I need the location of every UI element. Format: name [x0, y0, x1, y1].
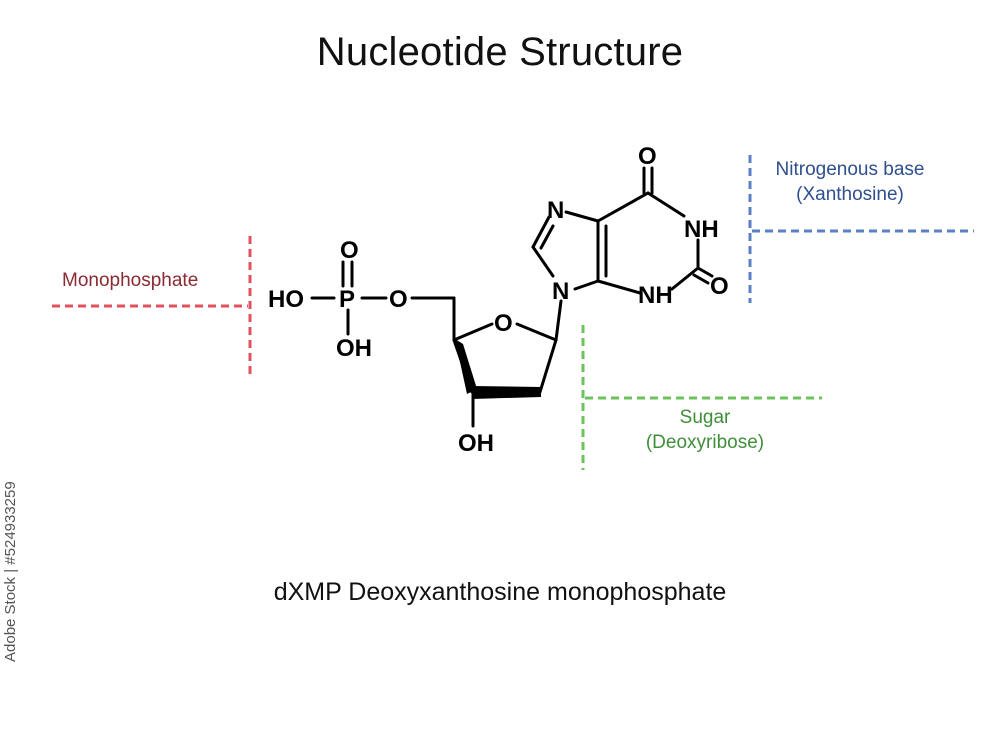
atom-n7: N [547, 197, 564, 224]
sugar-label-line1: Sugar [679, 407, 731, 428]
bond-o4-c1 [515, 322, 558, 342]
atom-labels: HO P O OH O O OH N N O NH O NH [268, 143, 729, 457]
bond-c1-n9 [554, 299, 563, 342]
molecule-caption: dXMP Deoxyxanthosine monophosphate [273, 578, 727, 606]
bond-c2-o-a [696, 266, 714, 278]
bond-c8-n7-double [539, 224, 555, 250]
atom-oh-phosphate: OH [336, 335, 372, 362]
atom-o-link: O [389, 286, 408, 313]
atom-oh-sugar: OH [458, 430, 494, 457]
bond-c1-c2 [538, 338, 558, 394]
wedge-c4-c3 [455, 339, 477, 394]
stock-credit-text: Adobe Stock | #524933259 [2, 481, 19, 662]
sugar-label-line2: (Deoxyribose) [645, 432, 765, 453]
atom-nh-bottom: NH [638, 282, 673, 309]
atom-n9: N [552, 278, 569, 305]
wedge-bonds [455, 339, 541, 399]
bond-c5-c6 [596, 191, 650, 223]
sugar-label: Sugar (Deoxyribose) [620, 405, 790, 455]
atom-p: P [339, 286, 355, 313]
atom-o-ring: O [494, 310, 513, 337]
bond-n7-c5 [564, 210, 600, 223]
stock-credit: Adobe Stock | #524933259 [0, 481, 30, 662]
atom-o-top: O [340, 237, 359, 264]
bond-n9-c8 [531, 245, 555, 278]
page-title: Nucleotide Structure [316, 30, 684, 74]
bond-c4-o4 [452, 322, 494, 342]
nitrogenous-base-label-line2: (Xanthosine) [796, 184, 904, 205]
wedge-c3-c2 [472, 386, 541, 399]
bond-c6-n1 [646, 191, 686, 218]
phosphate-label: Monophosphate [62, 270, 199, 291]
bond-c8-n7 [531, 215, 551, 249]
atom-ho: HO [268, 286, 304, 313]
bond-c2-n3 [670, 266, 700, 291]
atom-o-carbonyl-right: O [710, 273, 729, 300]
bond-n3-c4 [596, 279, 642, 295]
atom-nh-right: NH [684, 216, 719, 243]
nitrogenous-base-label-line1: Nitrogenous base [775, 159, 925, 180]
bond-c2-o-b [692, 273, 710, 285]
bracket-markers [52, 155, 974, 470]
bond-n9-c4 [573, 279, 600, 291]
nitrogenous-base-label: Nitrogenous base (Xanthosine) [760, 157, 940, 207]
atom-o-carbonyl-top: O [638, 143, 657, 170]
